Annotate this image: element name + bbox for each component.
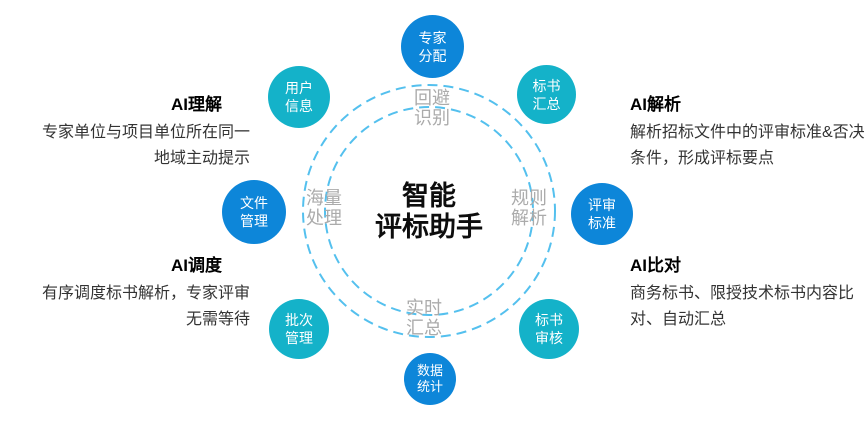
node-label: 审核 xyxy=(535,330,563,346)
ring-label-mass-processing: 海量 处理 xyxy=(306,188,342,228)
node-label: 管理 xyxy=(285,330,313,346)
node-review-criteria: 评审 标准 xyxy=(571,183,633,245)
node-label: 文件 xyxy=(240,195,268,211)
section-text-line: 对、自动汇总 xyxy=(630,311,727,328)
node-label: 信息 xyxy=(285,98,313,114)
node-label: 批次 xyxy=(285,312,313,328)
ring-label-line: 处理 xyxy=(306,208,342,228)
section-title: AI比对 xyxy=(630,256,681,275)
ring-label-line: 海量 xyxy=(306,188,342,208)
node-label: 标书 xyxy=(535,312,563,328)
node-batch-management: 批次 管理 xyxy=(269,299,329,359)
node-label: 分配 xyxy=(418,47,447,64)
center-title-line1: 智能 xyxy=(402,181,456,211)
ring-label-line: 汇总 xyxy=(406,318,442,338)
node-label: 标准 xyxy=(588,215,616,231)
section-title: AI调度 xyxy=(171,256,222,275)
node-bid-review: 标书 审核 xyxy=(519,299,579,359)
node-label: 汇总 xyxy=(532,95,561,112)
section-ai-comparison: AI比对 商务标书、限授技术标书内容比 对、自动汇总 xyxy=(630,256,854,333)
section-text-line: 商务标书、限授技术标书内容比 xyxy=(630,285,855,302)
section-text-line: 有序调度标书解析，专家评审 xyxy=(41,285,250,302)
ring-label-realtime-summary: 实时 汇总 xyxy=(406,298,442,338)
node-label: 标书 xyxy=(532,77,561,94)
section-text-line: 地域主动提示 xyxy=(153,150,250,167)
ring-label-line: 识别 xyxy=(414,108,450,128)
section-text-line: 解析招标文件中的评审标准&否决 xyxy=(630,124,865,141)
section-title: AI理解 xyxy=(171,95,222,114)
ring-label-avoidance-detect: 回避 识别 xyxy=(414,88,450,128)
center-title: 智能 评标助手 xyxy=(375,181,483,243)
section-ai-understanding: AI理解 专家单位与项目单位所在同一 地域主动提示 xyxy=(42,95,250,172)
node-bid-summary: 标书 汇总 xyxy=(517,65,576,124)
section-text-line: 专家单位与项目单位所在同一 xyxy=(41,124,250,141)
node-data-statistics: 数据 统计 xyxy=(404,353,456,405)
section-text-line: 条件，形成评标要点 xyxy=(630,150,775,167)
node-label: 专家 xyxy=(418,29,447,46)
node-label: 用户 xyxy=(285,80,313,96)
section-text-line: 无需等待 xyxy=(185,311,250,328)
node-file-management: 文件 管理 xyxy=(222,180,286,244)
node-label: 统计 xyxy=(416,379,443,394)
ring-label-line: 实时 xyxy=(406,298,442,318)
ring-label-line: 回避 xyxy=(414,88,450,108)
section-ai-scheduling: AI调度 有序调度标书解析，专家评审 无需等待 xyxy=(42,256,250,333)
ring-label-line: 规则 xyxy=(511,188,547,208)
node-expert-assignment: 专家 分配 xyxy=(401,15,464,78)
center-title-line2: 评标助手 xyxy=(375,212,483,242)
section-ai-parsing: AI解析 解析招标文件中的评审标准&否决 条件，形成评标要点 xyxy=(630,95,865,172)
node-user-info: 用户 信息 xyxy=(268,66,330,128)
node-label: 数据 xyxy=(416,363,443,378)
node-label: 评审 xyxy=(588,197,616,213)
ring-label-line: 解析 xyxy=(511,208,547,228)
ring-label-rule-parsing: 规则 解析 xyxy=(511,188,547,228)
section-title: AI解析 xyxy=(630,95,681,114)
node-label: 管理 xyxy=(240,213,268,229)
